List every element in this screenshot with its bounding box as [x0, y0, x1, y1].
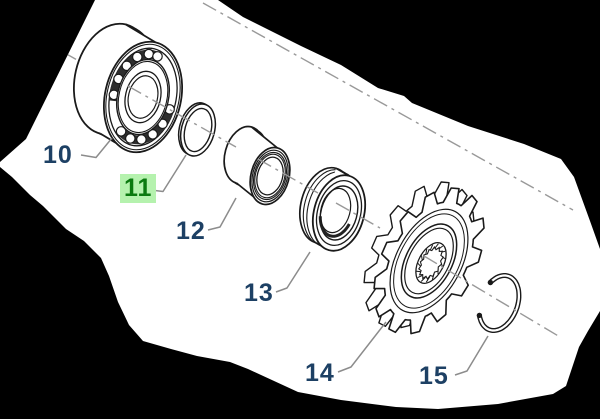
leader-line-14 [337, 321, 387, 373]
part-drawing-sprocket [363, 181, 485, 335]
part-label-12[interactable]: 12 [176, 217, 206, 245]
part-drawing-circlip [476, 273, 522, 333]
leader-line-13 [275, 251, 311, 293]
part-drawing-shim-ring [177, 102, 217, 157]
part-label-13[interactable]: 13 [244, 279, 274, 307]
part-label-14[interactable]: 14 [305, 359, 335, 387]
leader-line-10 [80, 137, 113, 159]
part-label-11-highlighted[interactable]: 11 [120, 174, 157, 203]
leader-line-12 [207, 197, 237, 231]
shaft-centerline-overlay [127, 85, 561, 338]
ring13-inner-lip [318, 216, 351, 238]
secondary-centerline [202, 2, 574, 211]
leader-line-15 [454, 335, 489, 376]
part-label-10[interactable]: 10 [43, 141, 73, 169]
part-drawing-spacer-bushing [223, 125, 291, 206]
part-drawing-collar-ring [299, 166, 367, 252]
part-drawing-ball-bearing [72, 22, 184, 154]
part-label-15[interactable]: 15 [419, 362, 449, 390]
